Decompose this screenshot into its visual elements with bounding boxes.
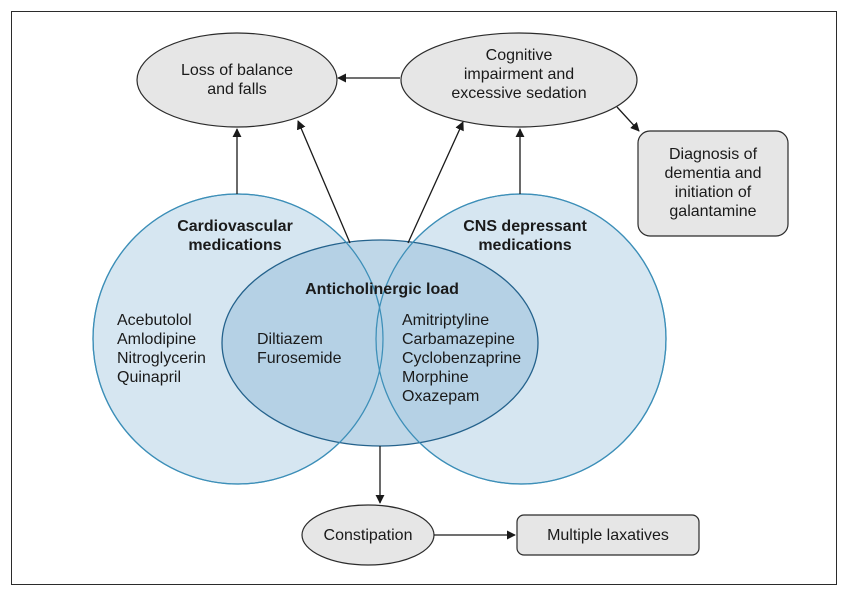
list-item: Amlodipine xyxy=(117,331,197,348)
cognitive-label-line2: impairment and xyxy=(463,66,575,83)
constipation-label: Constipation xyxy=(323,527,413,544)
dementia-label-line1: Diagnosis of xyxy=(668,146,758,163)
cognitive-label: Cognitive impairment and excessive sedat… xyxy=(401,46,637,103)
cognitive-node xyxy=(400,32,638,128)
anticholinergic-drug-list: Diltiazem Furosemide xyxy=(257,330,341,368)
cns-drug-list: Amitriptyline Carbamazepine Cyclobenzapr… xyxy=(402,311,521,406)
laxatives-label: Multiple laxatives xyxy=(547,527,669,544)
cardiovascular-title: Cardiovascular medications xyxy=(150,217,320,255)
dementia-label: Diagnosis of dementia and initiation of … xyxy=(638,145,788,221)
cardiovascular-title-line2: medications xyxy=(188,237,282,254)
arrow-cognitive-to-dementia xyxy=(616,106,640,132)
list-item: Cyclobenzaprine xyxy=(402,350,522,367)
arrow-center-to-falls xyxy=(297,120,351,244)
arrow-center-to-cognitive xyxy=(407,121,464,244)
dementia-label-line3: initiation of xyxy=(674,184,752,201)
cognitive-label-line1: Cognitive xyxy=(485,47,553,64)
list-item: Diltiazem xyxy=(257,331,323,348)
falls-node xyxy=(136,32,338,128)
list-item: Carbamazepine xyxy=(402,331,515,348)
dementia-label-line2: dementia and xyxy=(664,165,762,182)
cardiovascular-title-line1: Cardiovascular xyxy=(177,218,293,235)
list-item: Morphine xyxy=(402,369,469,386)
cns-title-line2: medications xyxy=(478,237,572,254)
list-item: Nitroglycerin xyxy=(117,350,206,367)
falls-label-line1: Loss of balance xyxy=(180,62,294,79)
diagram-frame xyxy=(11,11,837,585)
anticholinergic-title: Anticholinergic load xyxy=(305,281,459,298)
list-item: Furosemide xyxy=(257,350,342,367)
cns-title-line1: CNS depressant xyxy=(463,218,587,235)
cns-outline xyxy=(375,193,667,485)
list-item: Acebutolol xyxy=(117,312,192,329)
cardiovascular-outline xyxy=(92,193,384,485)
list-item: Oxazepam xyxy=(402,388,480,405)
falls-label: Loss of balance and falls xyxy=(137,61,337,99)
dementia-label-line4: galantamine xyxy=(669,203,757,220)
cns-title: CNS depressant medications xyxy=(440,217,610,255)
cognitive-label-line3: excessive sedation xyxy=(451,85,587,102)
list-item: Amitriptyline xyxy=(402,312,490,329)
falls-label-line2: and falls xyxy=(207,81,267,98)
cardiovascular-drug-list: Acebutolol Amlodipine Nitroglycerin Quin… xyxy=(117,311,206,387)
laxatives-node xyxy=(516,514,700,556)
dementia-node xyxy=(637,130,789,237)
list-item: Quinapril xyxy=(117,369,182,386)
